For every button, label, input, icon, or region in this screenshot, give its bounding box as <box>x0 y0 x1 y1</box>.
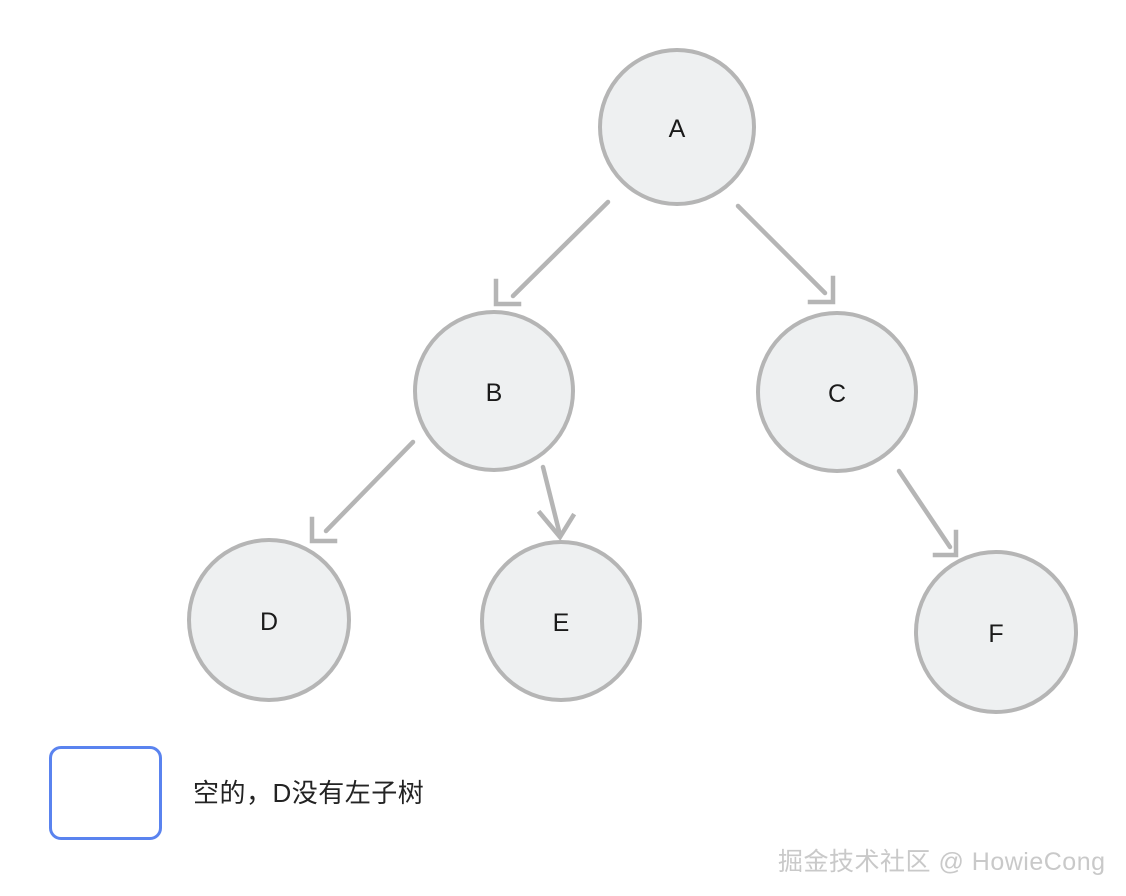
node-a-label: A <box>669 115 686 143</box>
node-d[interactable]: D <box>187 538 351 702</box>
legend-empty-swatch <box>49 746 162 840</box>
edge-a-to-b <box>493 199 611 307</box>
node-d-label: D <box>260 608 278 636</box>
edge-a-to-c <box>735 203 836 305</box>
legend-caption: 空的，D没有左子树 <box>193 778 425 808</box>
edge-b-to-d <box>309 439 416 544</box>
node-e[interactable]: E <box>480 540 642 702</box>
node-e-label: E <box>553 609 570 637</box>
node-a[interactable]: A <box>598 48 756 206</box>
node-f-label: F <box>988 620 1003 648</box>
edge-c-to-f <box>896 468 959 558</box>
node-c[interactable]: C <box>756 311 918 473</box>
node-b-label: B <box>486 379 503 407</box>
node-c-label: C <box>828 380 846 408</box>
node-f[interactable]: F <box>914 550 1078 714</box>
node-b[interactable]: B <box>413 310 575 472</box>
edge-b-to-e <box>536 464 577 541</box>
watermark-text: 掘金技术社区 @ HowieCong <box>778 848 1106 876</box>
